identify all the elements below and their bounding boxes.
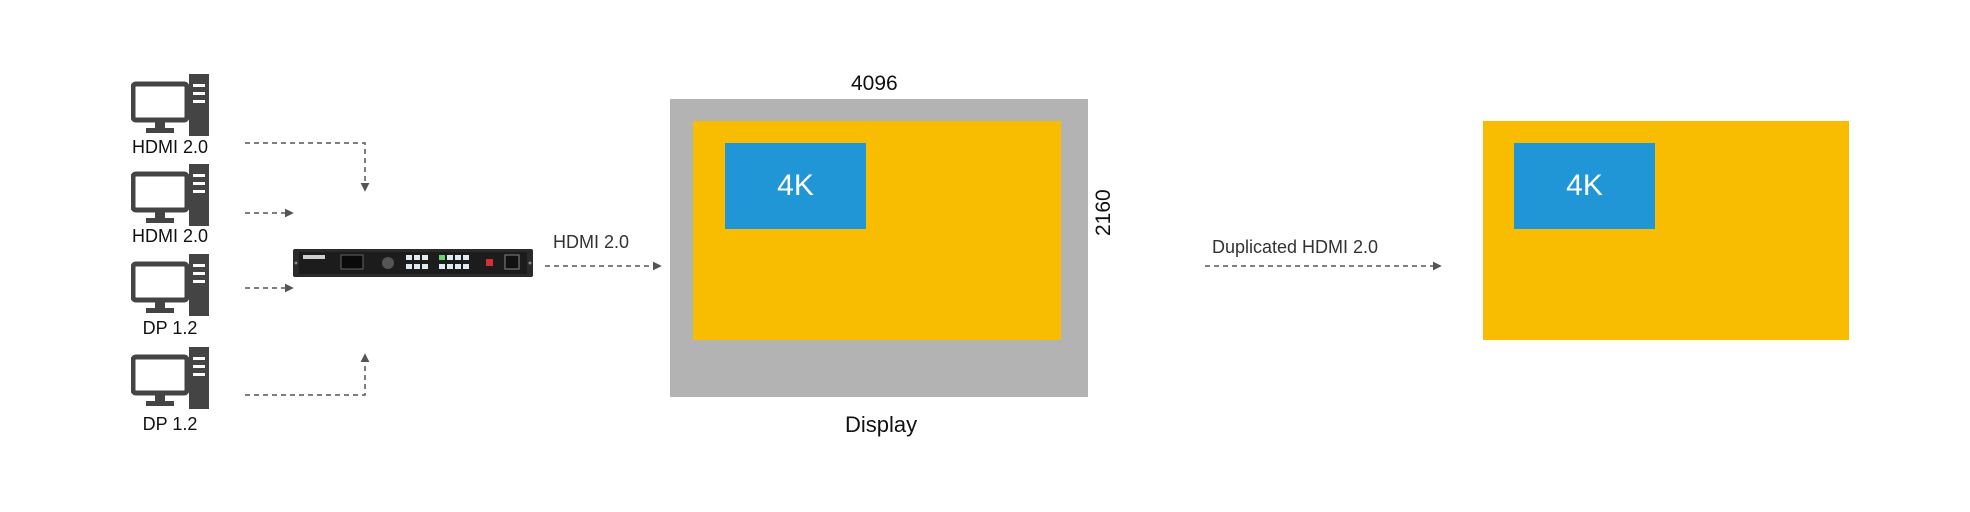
computer-icon	[131, 347, 209, 409]
duplicate-4k-window: 4K	[1514, 143, 1655, 229]
arrow-input-1	[245, 142, 370, 192]
display-caption: Display	[845, 412, 918, 437]
input-label: HDMI 2.0	[131, 137, 209, 157]
duplicated-connection-label: Duplicated HDMI 2.0	[1212, 237, 1379, 257]
video-processor	[293, 249, 533, 277]
computer-icon	[131, 164, 209, 226]
connection-label: HDMI 2.0	[553, 232, 630, 252]
display-width-label: 4096	[851, 72, 898, 95]
display-height-label: 2160	[1092, 189, 1115, 236]
input-label: DP 1.2	[142, 318, 198, 338]
computer-icon	[131, 254, 209, 316]
arrow-input-4	[245, 353, 370, 396]
computer-icon	[131, 74, 209, 136]
input-label: DP 1.2	[142, 414, 198, 434]
input-label: HDMI 2.0	[131, 226, 209, 246]
display-4k-window: 4K	[725, 143, 866, 229]
